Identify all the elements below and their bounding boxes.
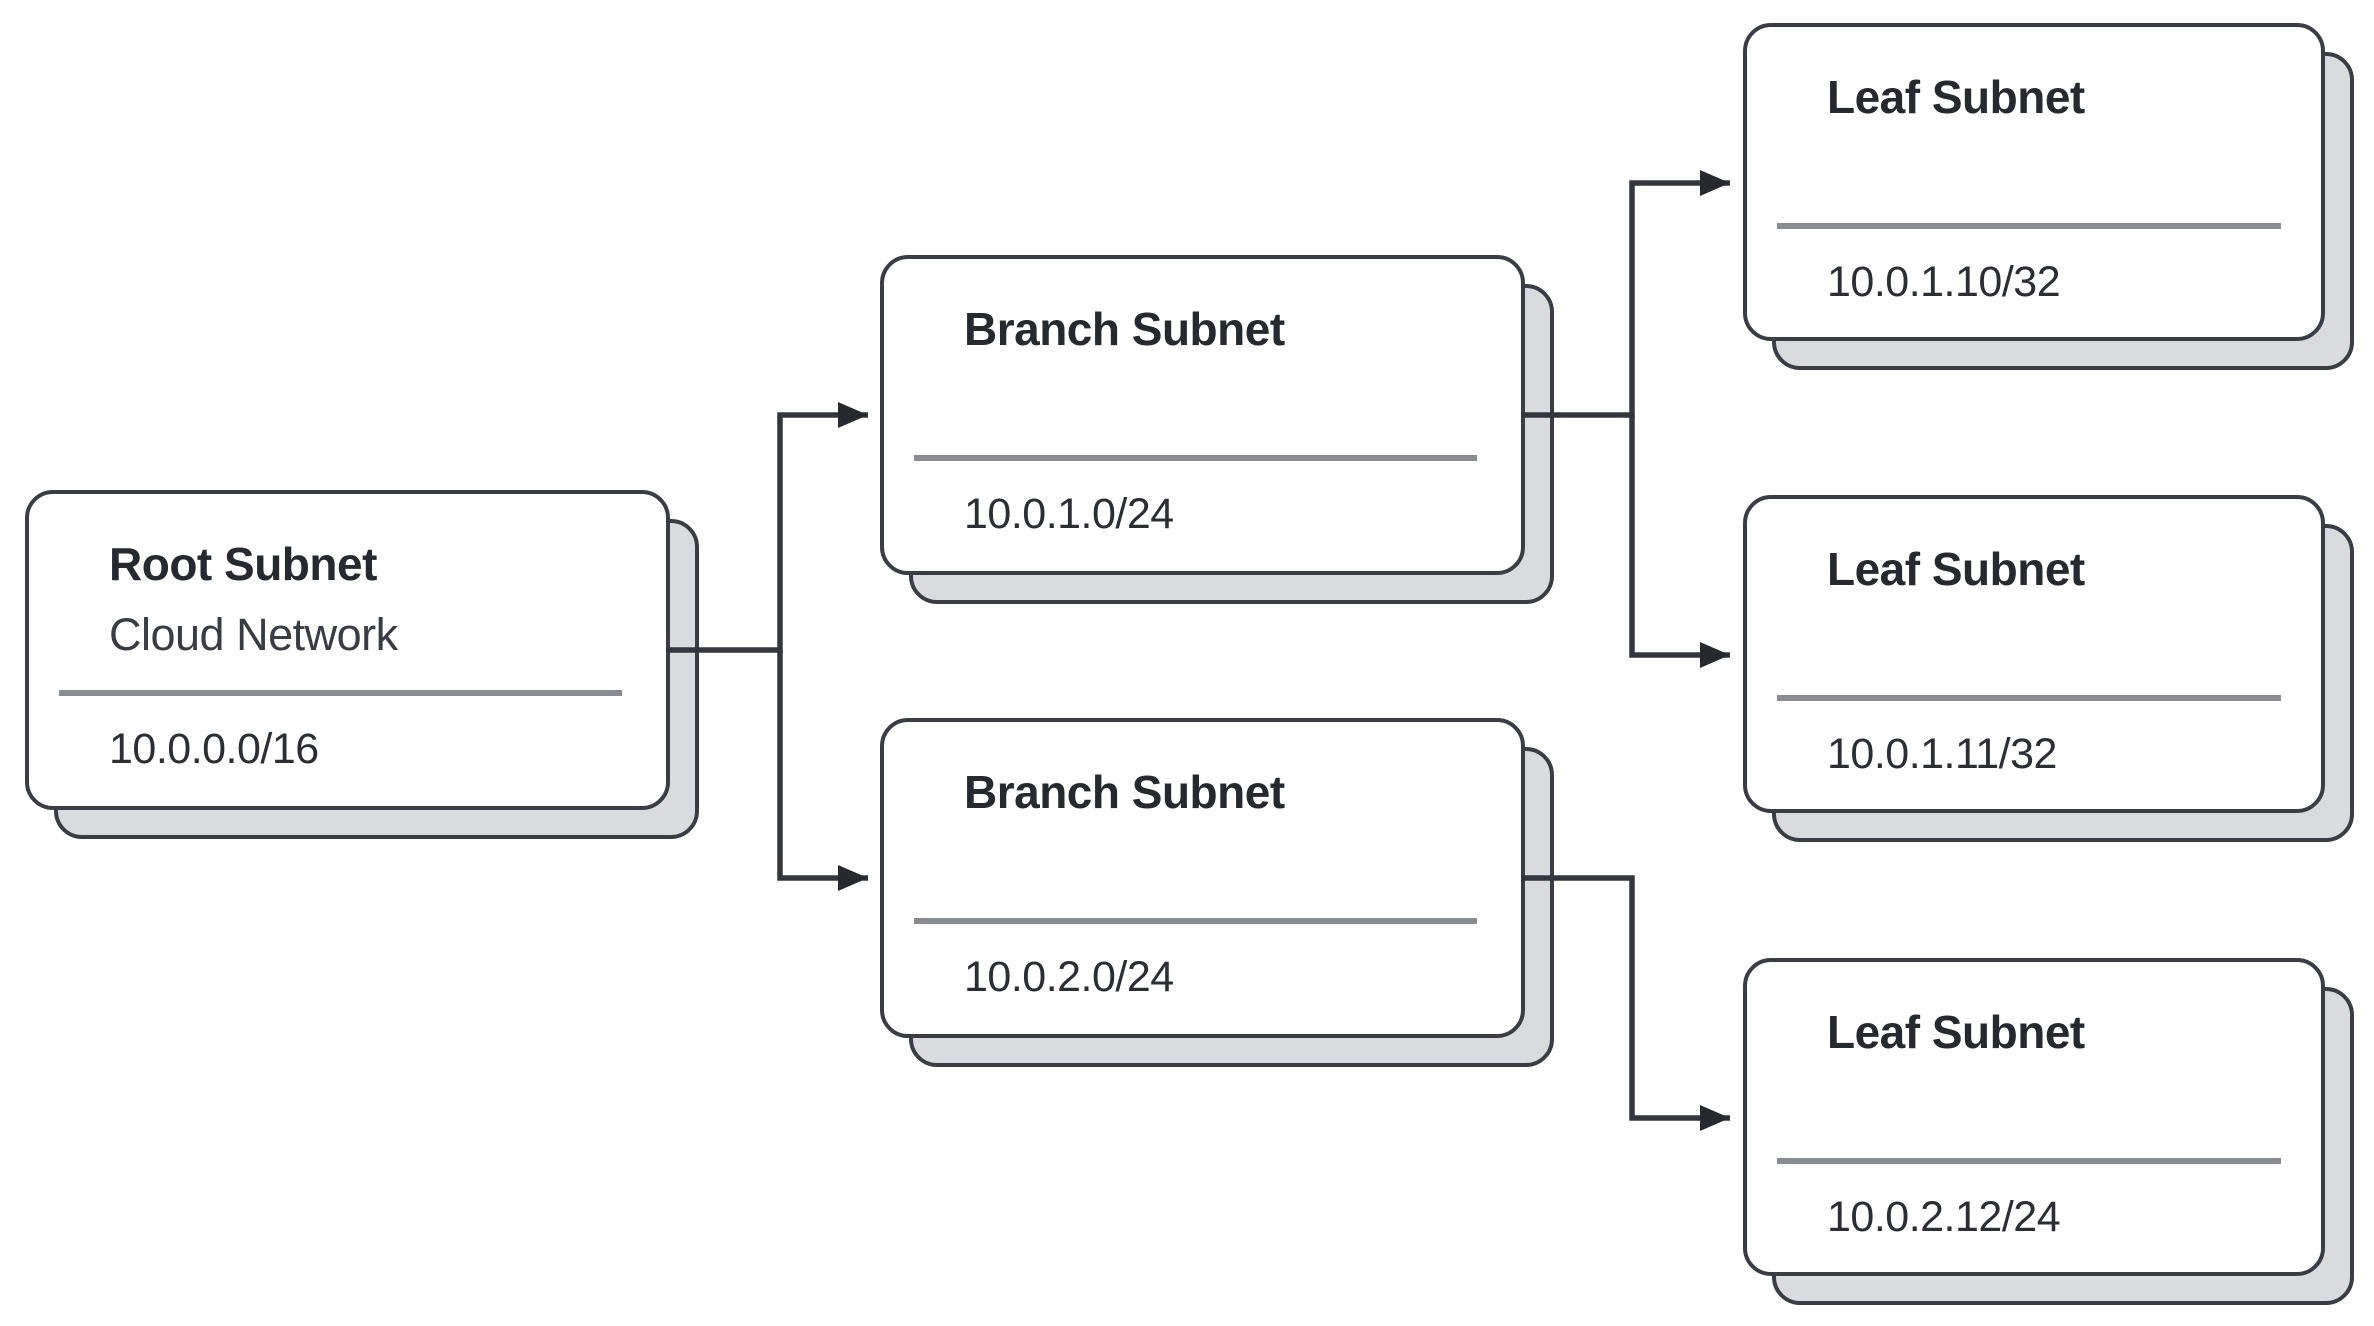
branch-subnet-1-card: Branch Subnet 10.0.1.0/24	[880, 255, 1525, 575]
node-divider	[59, 690, 622, 696]
node-leaf-subnet-1: Leaf Subnet 10.0.1.10/32	[1743, 23, 2354, 370]
leaf-subnet-2-card: Leaf Subnet 10.0.1.11/32	[1743, 495, 2325, 813]
node-title: Leaf Subnet	[1827, 543, 2085, 595]
node-title: Branch Subnet	[964, 303, 1285, 355]
node-title: Leaf Subnet	[1827, 71, 2085, 123]
node-cidr: 10.0.0.0/16	[109, 725, 319, 773]
branch-subnet-2-card: Branch Subnet 10.0.2.0/24	[880, 718, 1525, 1038]
node-branch-subnet-1: Branch Subnet 10.0.1.0/24	[880, 255, 1554, 604]
node-cidr: 10.0.1.10/32	[1827, 258, 2061, 306]
node-title: Branch Subnet	[964, 766, 1285, 818]
node-divider	[1777, 695, 2281, 701]
node-divider	[1777, 1158, 2281, 1164]
node-title: Root Subnet	[109, 538, 377, 590]
leaf-subnet-3-card: Leaf Subnet 10.0.2.12/24	[1743, 958, 2325, 1276]
node-cidr: 10.0.1.0/24	[964, 490, 1174, 538]
node-cidr: 10.0.2.12/24	[1827, 1193, 2061, 1241]
node-branch-subnet-2: Branch Subnet 10.0.2.0/24	[880, 718, 1554, 1067]
leaf-subnet-1-card: Leaf Subnet 10.0.1.10/32	[1743, 23, 2325, 341]
node-leaf-subnet-2: Leaf Subnet 10.0.1.11/32	[1743, 495, 2354, 842]
edge-branch1-to-leaf2	[1629, 415, 1730, 668]
node-leaf-subnet-3: Leaf Subnet 10.0.2.12/24	[1743, 958, 2354, 1305]
edge-root-to-branch2	[777, 650, 868, 891]
node-divider	[914, 455, 1477, 461]
node-title: Leaf Subnet	[1827, 1006, 2085, 1058]
node-root-subnet: Root Subnet Cloud Network 10.0.0.0/16	[25, 490, 699, 839]
node-subtitle: Cloud Network	[109, 609, 398, 660]
node-cidr: 10.0.2.0/24	[964, 953, 1174, 1001]
root-subnet-card: Root Subnet Cloud Network 10.0.0.0/16	[25, 490, 670, 810]
node-divider	[914, 918, 1477, 924]
node-divider	[1777, 223, 2281, 229]
node-cidr: 10.0.1.11/32	[1827, 730, 2057, 778]
